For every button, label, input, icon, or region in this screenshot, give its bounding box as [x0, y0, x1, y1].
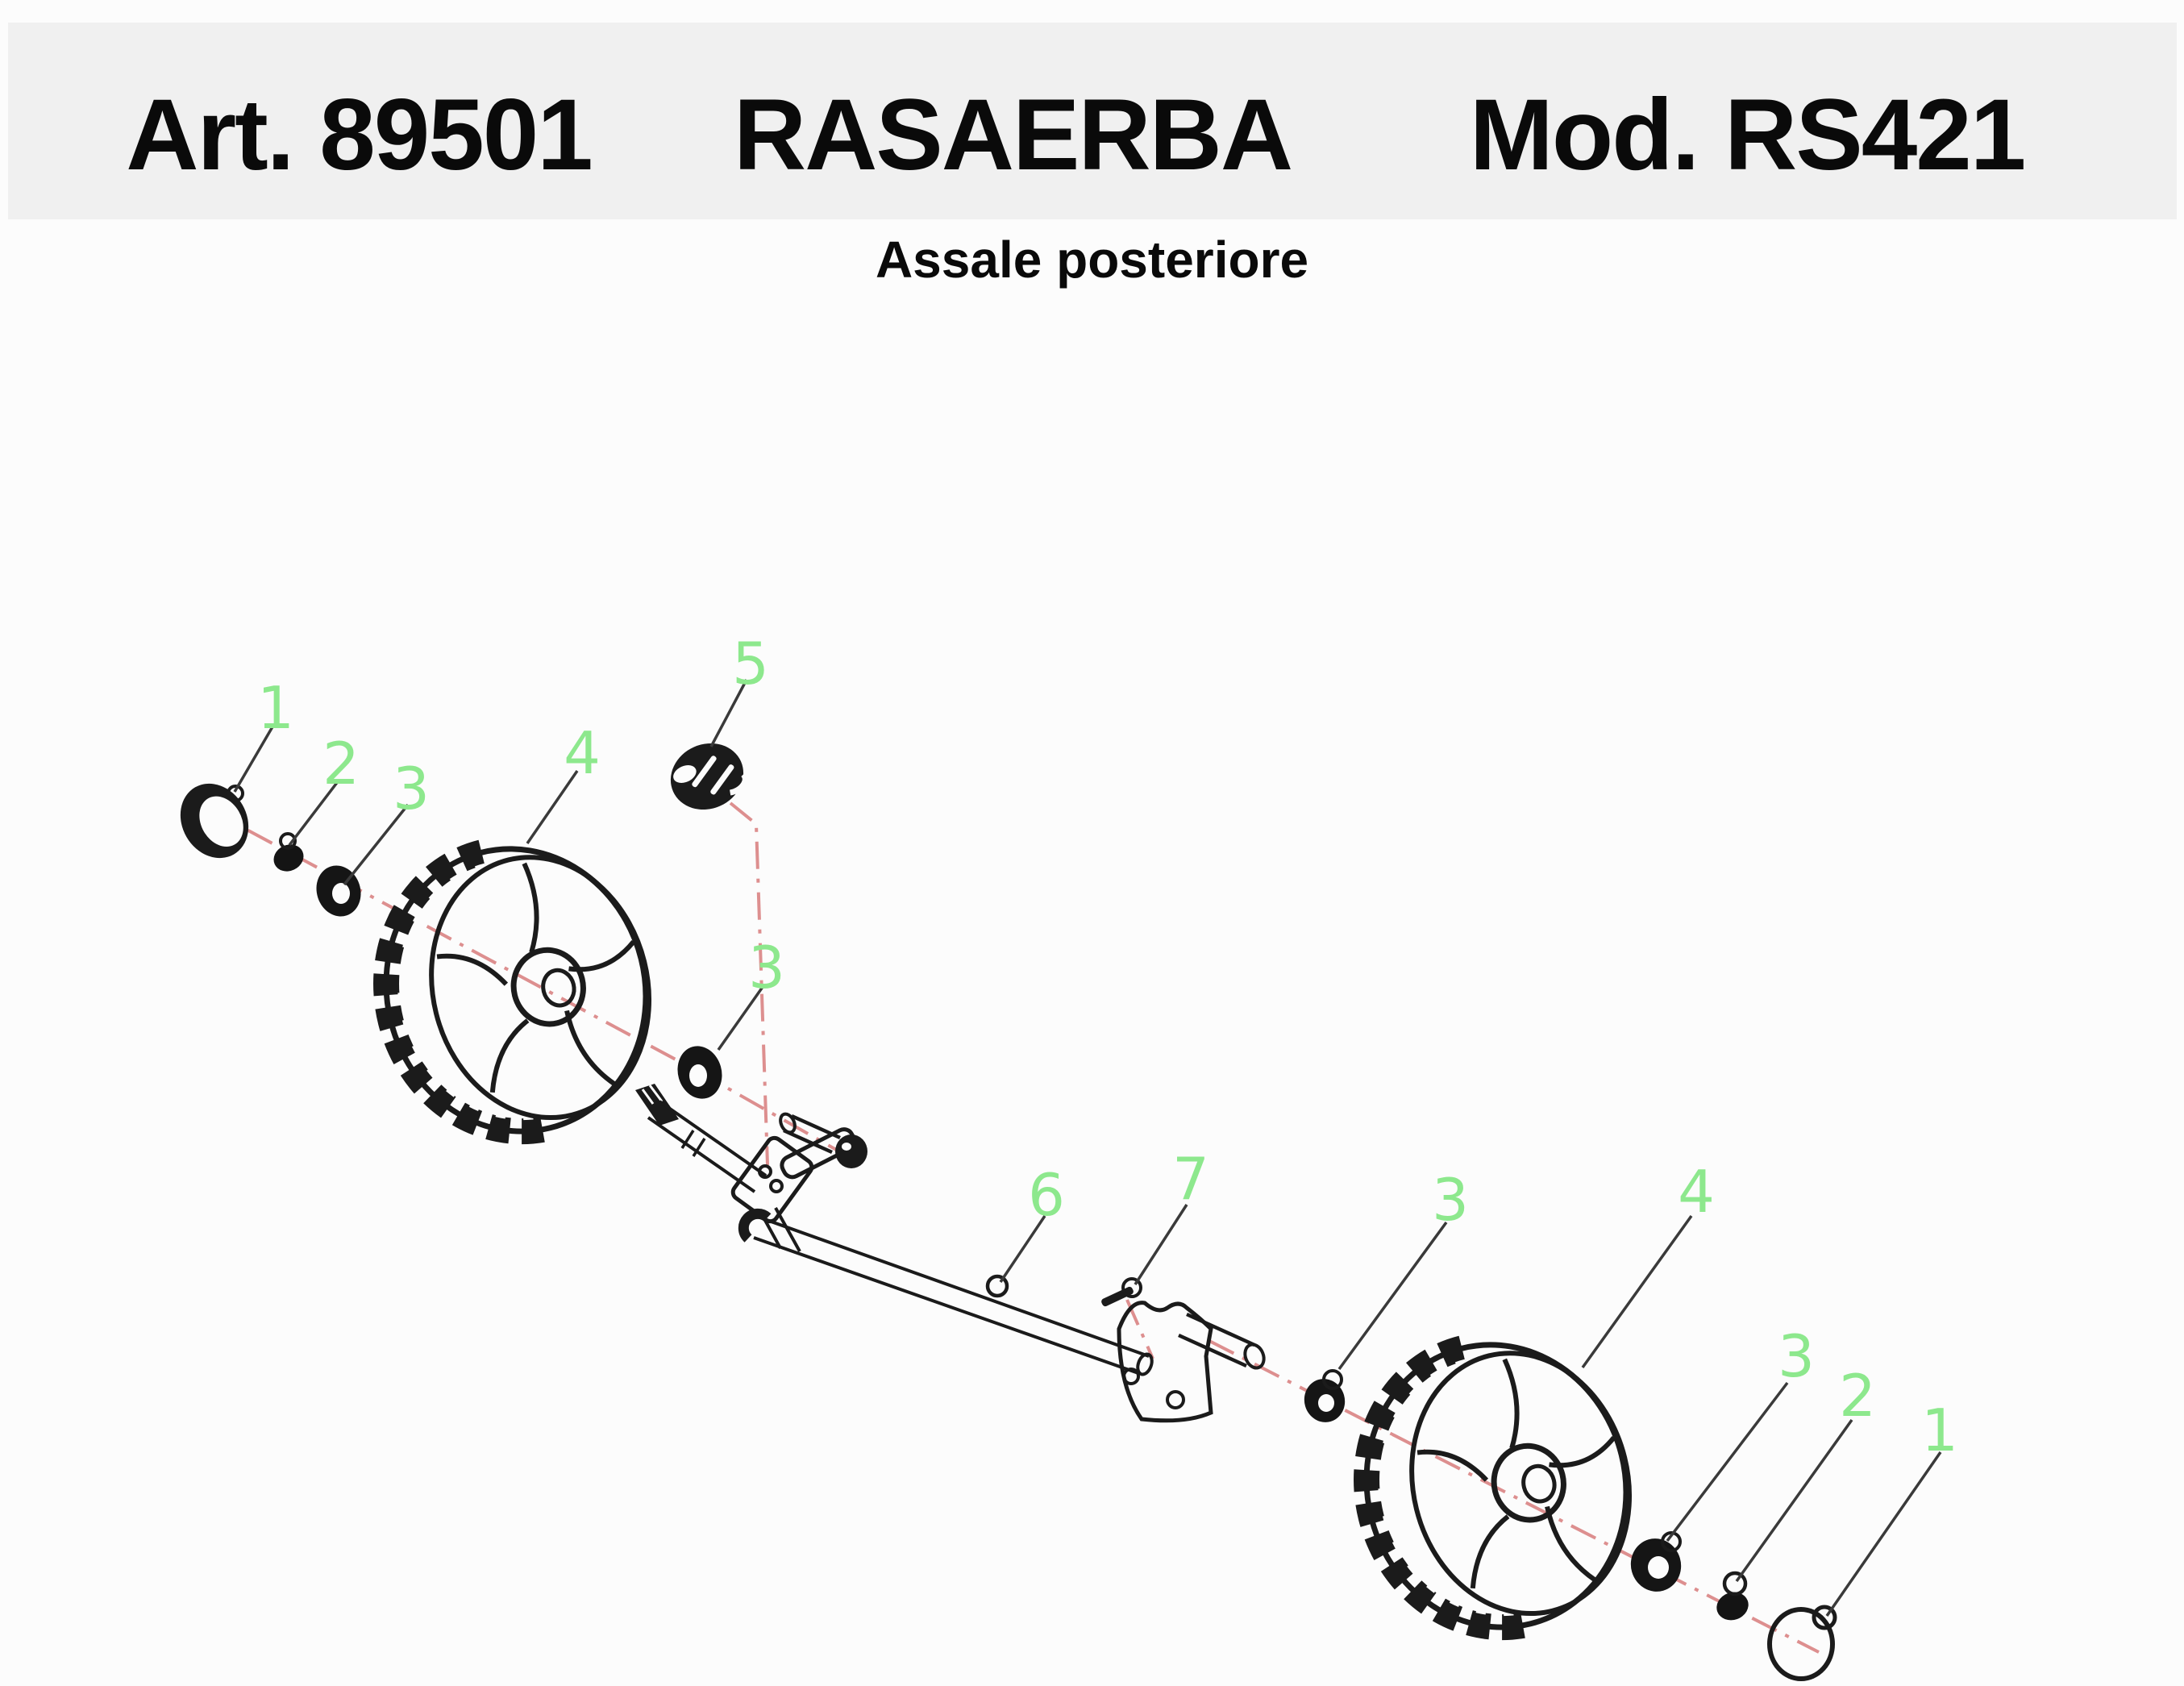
pin: [1101, 1277, 1142, 1307]
axle-assembly: [635, 1084, 1266, 1423]
knob-cap: [670, 743, 748, 810]
bearing-middle: [677, 1046, 722, 1099]
diagram-title: Assale posteriore: [875, 231, 1309, 289]
part-label-4-left: 4: [564, 719, 601, 787]
leader-lines: [233, 679, 1942, 1617]
bearing-right-inner: [1304, 1369, 1346, 1422]
rod-ring: [985, 1274, 1009, 1298]
bearing-left: [316, 865, 361, 917]
header-band: [8, 23, 2177, 219]
part-label-1-right: 1: [1921, 1397, 1958, 1464]
part-label-4-right: 4: [1678, 1158, 1715, 1226]
part-label-6: 6: [1028, 1161, 1065, 1229]
part-label-3-right-outer: 3: [1778, 1322, 1815, 1390]
wheel-left: [356, 821, 678, 1159]
nut-right: [1716, 1571, 1749, 1621]
part-label-1-left: 1: [257, 674, 294, 742]
product-name: RASAERBA: [733, 79, 1293, 191]
part-label-7: 7: [1172, 1145, 1209, 1213]
knob-centerline: [729, 801, 769, 1166]
nut-left: [273, 832, 304, 872]
part-label-2-right: 2: [1839, 1362, 1876, 1430]
article-number: Art. 89501: [126, 79, 593, 191]
bearing-right-outer: [1630, 1531, 1682, 1592]
part-label-3-right-inner: 3: [1432, 1166, 1469, 1234]
part-label-2-left: 2: [322, 730, 360, 797]
part-label-3-middle: 3: [748, 934, 785, 1001]
model-number: Mod. RS421: [1469, 79, 2026, 191]
hubcap-left: [180, 783, 249, 859]
wheel-right: [1337, 1317, 1658, 1655]
hubcap-right: [1767, 1605, 1837, 1681]
part-label-3-left: 3: [393, 755, 430, 822]
part-label-5: 5: [732, 630, 769, 697]
